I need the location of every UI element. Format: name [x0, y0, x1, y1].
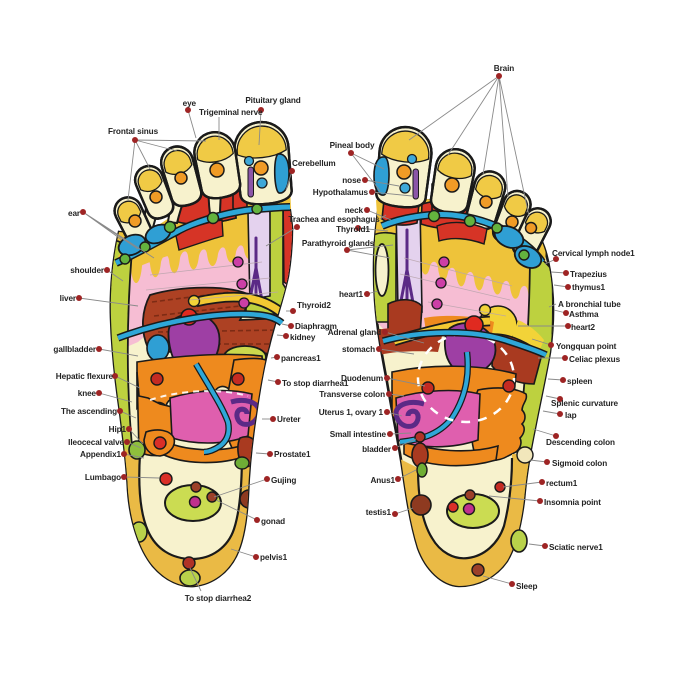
- svg-text:bladder: bladder: [362, 445, 392, 454]
- svg-text:liver: liver: [60, 294, 77, 303]
- svg-text:Frontal sinus: Frontal sinus: [108, 127, 159, 136]
- svg-text:Uterus 1, ovary 1: Uterus 1, ovary 1: [319, 408, 384, 417]
- svg-text:spleen: spleen: [567, 377, 592, 386]
- svg-text:Celiac plexus: Celiac plexus: [569, 355, 621, 364]
- svg-text:gonad: gonad: [261, 517, 285, 526]
- svg-text:Sleep: Sleep: [516, 582, 537, 591]
- svg-text:Thyroid1: Thyroid1: [336, 225, 370, 234]
- svg-text:nose: nose: [342, 176, 361, 185]
- svg-text:Ileocecal valve: Ileocecal valve: [68, 438, 124, 447]
- svg-text:A bronchial tube: A bronchial tube: [558, 300, 621, 309]
- svg-text:Cervical lymph node1: Cervical lymph node1: [552, 249, 635, 258]
- svg-text:Thyroid2: Thyroid2: [297, 301, 331, 310]
- svg-text:Pineal body: Pineal body: [330, 141, 375, 150]
- svg-text:Cerebellum: Cerebellum: [292, 159, 336, 168]
- svg-text:The ascending: The ascending: [61, 407, 117, 416]
- svg-text:Pituitary gland: Pituitary gland: [245, 96, 300, 105]
- svg-text:Trapezius: Trapezius: [570, 270, 607, 279]
- svg-text:Parathyroid glands: Parathyroid glands: [302, 239, 375, 248]
- svg-text:Hepatic flexure: Hepatic flexure: [56, 372, 114, 381]
- svg-text:pelvis1: pelvis1: [260, 553, 288, 562]
- svg-text:Appendix1: Appendix1: [80, 450, 121, 459]
- svg-text:testis1: testis1: [366, 508, 392, 517]
- svg-text:Lumbago: Lumbago: [85, 473, 121, 482]
- svg-text:shoulder: shoulder: [70, 266, 105, 275]
- svg-text:Hypothalamus: Hypothalamus: [313, 188, 369, 197]
- svg-text:stomach: stomach: [342, 345, 375, 354]
- svg-text:Hip1: Hip1: [109, 425, 127, 434]
- svg-text:Adrenal gland: Adrenal gland: [328, 328, 381, 337]
- svg-text:heart2: heart2: [571, 323, 596, 332]
- svg-text:thymus1: thymus1: [572, 283, 606, 292]
- svg-text:Gujing: Gujing: [271, 476, 296, 485]
- svg-text:Sciatic nerve1: Sciatic nerve1: [549, 543, 603, 552]
- svg-text:To stop diarrhea2: To stop diarrhea2: [185, 594, 252, 603]
- svg-text:Trachea and esophagus: Trachea and esophagus: [288, 215, 380, 224]
- svg-text:Transverse colon: Transverse colon: [319, 390, 385, 399]
- svg-text:Ureter: Ureter: [277, 415, 301, 424]
- svg-text:knee: knee: [78, 389, 97, 398]
- svg-text:pancreas1: pancreas1: [281, 354, 321, 363]
- svg-text:Duodenum: Duodenum: [341, 374, 383, 383]
- svg-text:Brain: Brain: [494, 64, 515, 73]
- svg-text:Yongquan point: Yongquan point: [556, 342, 617, 351]
- svg-text:Sigmoid colon: Sigmoid colon: [552, 459, 607, 468]
- svg-text:Anus1: Anus1: [370, 476, 395, 485]
- svg-text:To stop diarrhea1: To stop diarrhea1: [282, 379, 349, 388]
- svg-text:lap: lap: [565, 411, 577, 420]
- svg-text:Prostate1: Prostate1: [274, 450, 311, 459]
- svg-text:kidney: kidney: [290, 333, 316, 342]
- svg-text:rectum1: rectum1: [546, 479, 578, 488]
- svg-text:Descending colon: Descending colon: [546, 438, 615, 447]
- svg-text:Asthma: Asthma: [569, 310, 599, 319]
- svg-text:eye: eye: [183, 99, 197, 108]
- svg-text:Small intestine: Small intestine: [330, 430, 387, 439]
- svg-text:Trigeminal nerve: Trigeminal nerve: [199, 108, 263, 117]
- svg-text:heart1: heart1: [339, 290, 364, 299]
- svg-text:gallbladder: gallbladder: [53, 345, 96, 354]
- svg-text:Insomnia point: Insomnia point: [544, 498, 601, 507]
- svg-text:Splenic curvature: Splenic curvature: [551, 399, 619, 408]
- svg-text:Diaphragm: Diaphragm: [295, 322, 337, 331]
- svg-text:ear: ear: [68, 209, 81, 218]
- svg-text:neck: neck: [345, 206, 364, 215]
